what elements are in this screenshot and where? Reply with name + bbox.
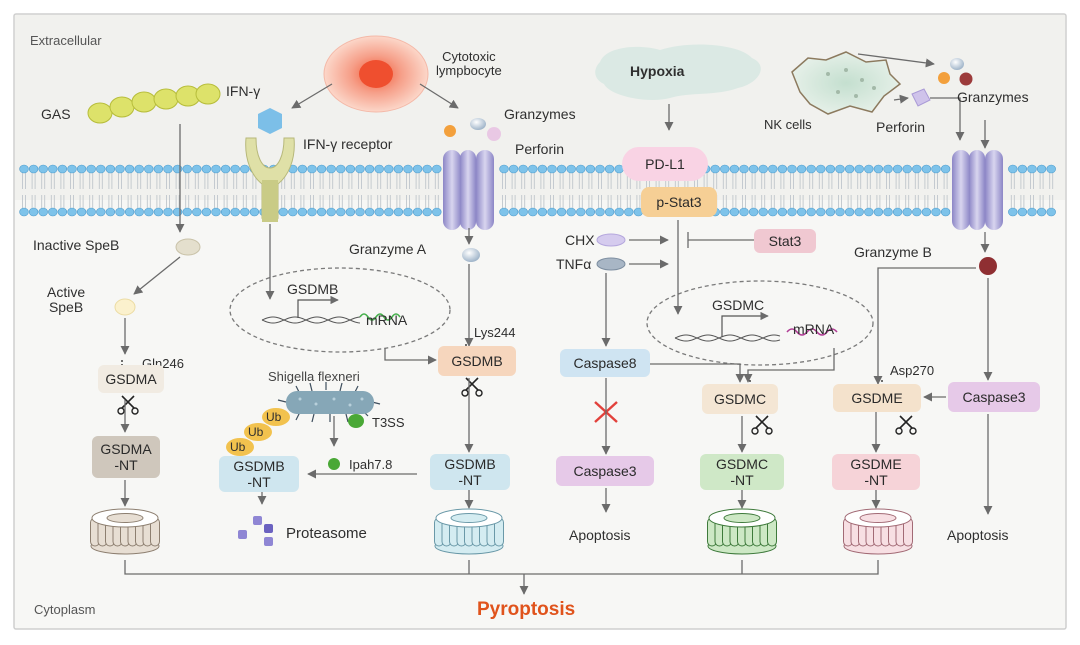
shigella-bacterium bbox=[277, 382, 381, 428]
pyroptosis-label: Pyroptosis bbox=[477, 599, 576, 620]
gsdmb-transcription-arrow bbox=[297, 295, 339, 318]
chx-label: CHX bbox=[565, 232, 595, 248]
perforin-pore-right bbox=[952, 150, 1003, 230]
gsdma-nt-box: GSDMA -NT bbox=[92, 436, 160, 478]
p-stat3-box: p-Stat3 bbox=[641, 187, 717, 217]
gsdmb-box: GSDMB bbox=[438, 346, 516, 376]
nk-granzyme-dot-blue bbox=[950, 58, 964, 70]
gsdmc-nt-box: GSDMC -NT bbox=[700, 454, 784, 490]
cytotoxic-nucleus bbox=[359, 60, 393, 88]
pdl1-box: PD-L1 bbox=[622, 147, 708, 181]
active-speb-label: Active SpeB bbox=[47, 284, 86, 316]
perforin-label-left: Perforin bbox=[515, 141, 565, 157]
granzyme-dot-blue bbox=[470, 118, 486, 130]
gsdmc-dna-helix bbox=[674, 334, 781, 342]
nk-cell-granules bbox=[826, 68, 876, 98]
gsdma-pore bbox=[90, 508, 160, 555]
nk-granzyme-dot-orange bbox=[938, 72, 950, 84]
cytoplasm-label: Cytoplasm bbox=[34, 602, 96, 617]
caspase8-box: Caspase8 bbox=[560, 349, 650, 377]
lys244-label: Lys244 bbox=[474, 325, 516, 340]
gsdme-nt-box: GSDME -NT bbox=[832, 454, 920, 490]
gas-label: GAS bbox=[41, 106, 71, 122]
gsdmc-box: GSDMC bbox=[702, 384, 778, 414]
apoptosis-label-right: Apoptosis bbox=[947, 527, 1009, 543]
asp270-label: Asp270 bbox=[890, 363, 935, 378]
gsdmb-mrna-label: mRNA bbox=[366, 312, 408, 328]
ifn-gamma-receptor-label: IFN-γ receptor bbox=[303, 136, 393, 152]
ifn-gamma-receptor bbox=[245, 137, 295, 222]
gsdmb-dna-helix bbox=[261, 316, 361, 324]
gsdmc-pore bbox=[707, 508, 777, 555]
ubiquitin-1 bbox=[226, 438, 254, 456]
granzyme-b-molecule bbox=[979, 257, 997, 275]
cytotoxic-lymphocyte-label: Cytotoxic lympbocyte bbox=[436, 49, 502, 79]
hypoxia-cloud bbox=[595, 44, 761, 101]
caspase3-box-mid: Caspase3 bbox=[556, 456, 654, 486]
nk-perforin-molecule bbox=[911, 88, 931, 107]
proteasome-icon bbox=[238, 516, 273, 546]
gsdmb-gene-label: GSDMB bbox=[287, 281, 339, 297]
perforin-label-right: Perforin bbox=[876, 119, 926, 135]
gas-bacteria-chain bbox=[87, 83, 221, 124]
ipah-label: Ipah7.8 bbox=[349, 457, 393, 472]
inactive-speb-label: Inactive SpeB bbox=[33, 237, 120, 253]
granzyme-dot-orange bbox=[444, 125, 456, 137]
extracellular-label: Extracellular bbox=[30, 33, 102, 48]
proteasome-label: Proteasome bbox=[286, 525, 367, 542]
perforin-pore-left bbox=[443, 150, 494, 230]
ubiquitin-2 bbox=[244, 423, 272, 441]
inactive-speb-icon bbox=[175, 238, 201, 256]
gsdme-box: GSDME bbox=[833, 384, 921, 412]
ub-label-2: Ub bbox=[248, 425, 264, 439]
gsdmb-nt-box-left: GSDMB -NT bbox=[219, 456, 299, 492]
gsdmc-mrna-wave bbox=[786, 328, 838, 336]
gsdmc-gene-label: GSDMC bbox=[712, 297, 765, 313]
shigella-label: Shigella flexneri bbox=[268, 369, 360, 384]
ipah78-effector bbox=[328, 458, 340, 470]
granzyme-b-label: Granzyme B bbox=[854, 244, 932, 260]
apoptosis-label-mid: Apoptosis bbox=[569, 527, 631, 543]
gsdmb-mrna-wave bbox=[359, 313, 401, 321]
hypoxia-label: Hypoxia bbox=[630, 63, 685, 79]
granzyme-a-molecule bbox=[462, 248, 480, 262]
gsdmb-nt-box-mid: GSDMB -NT bbox=[430, 454, 510, 490]
gsdma-box: GSDMA bbox=[98, 365, 164, 393]
t3ss-label: T3SS bbox=[372, 415, 405, 430]
nk-granzyme-dot-red bbox=[959, 72, 973, 86]
caspase3-box-right: Caspase3 bbox=[948, 382, 1040, 412]
granzymes-label-right: Granzymes bbox=[957, 89, 1029, 105]
chx-molecule bbox=[596, 233, 626, 247]
granzymes-label-left: Granzymes bbox=[504, 106, 576, 122]
tnfa-label: TNFα bbox=[556, 256, 592, 272]
gsdme-pore bbox=[843, 508, 913, 555]
ubiquitin-3 bbox=[262, 408, 290, 426]
cleavage-scissors bbox=[117, 377, 917, 435]
pathway-arrows bbox=[120, 53, 993, 595]
active-speb-icon bbox=[114, 298, 136, 316]
granzyme-a-label: Granzyme A bbox=[349, 241, 427, 257]
ifn-gamma-label: IFN-γ bbox=[226, 83, 261, 99]
ifn-gamma-molecule bbox=[258, 108, 282, 134]
gsdmc-transcription-arrow bbox=[721, 311, 769, 337]
nucleus-gsdmb bbox=[229, 267, 451, 353]
nucleus-gsdmc bbox=[646, 280, 874, 366]
ub-label-3: Ub bbox=[266, 410, 282, 424]
gsdmc-mrna-label: mRNA bbox=[793, 321, 835, 337]
cell-membrane bbox=[19, 164, 1056, 217]
tnfa-molecule bbox=[596, 257, 626, 271]
gsdmb-pore bbox=[434, 508, 504, 555]
nk-cell bbox=[791, 51, 902, 115]
ub-label-1: Ub bbox=[230, 440, 246, 454]
perforin-dot-left bbox=[487, 127, 501, 141]
nk-cells-label: NK cells bbox=[764, 117, 812, 132]
stat3-box: Stat3 bbox=[754, 229, 816, 253]
